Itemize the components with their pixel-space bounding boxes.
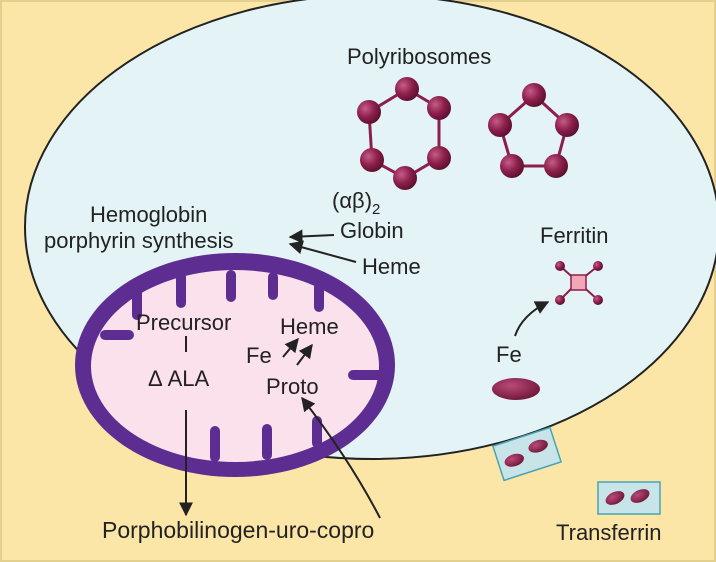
proto-label: Proto bbox=[266, 374, 319, 399]
porphyrin-synthesis-label: porphyrin synthesis bbox=[44, 228, 234, 253]
ribosome bbox=[427, 146, 451, 170]
ferritin-molecule bbox=[555, 261, 603, 305]
porphobilinogen-label: Porphobilinogen-uro-copro bbox=[102, 517, 374, 543]
polyribosomes-label: Polyribosomes bbox=[347, 44, 491, 69]
ribosome bbox=[357, 100, 381, 124]
globin-arrow bbox=[288, 229, 335, 244]
delta-ala-label: Δ ALA bbox=[148, 366, 210, 391]
precursor-label: Precursor bbox=[136, 310, 231, 335]
ribosome bbox=[555, 113, 579, 137]
hemoglobin-label: Hemoglobin bbox=[90, 202, 207, 227]
ribosome bbox=[544, 154, 568, 178]
heme-arrow bbox=[288, 240, 357, 263]
polyribosome-pentagon bbox=[488, 83, 579, 178]
mitochondrion bbox=[75, 253, 395, 477]
cristae bbox=[100, 270, 384, 462]
transferrin-receptor bbox=[491, 426, 563, 482]
ribosome bbox=[522, 83, 546, 107]
polyribosome-hexagon bbox=[357, 77, 451, 190]
transferrin-label: Transferrin bbox=[556, 520, 662, 545]
ribosome bbox=[360, 148, 384, 172]
ribosome bbox=[393, 166, 417, 190]
fe-heme-arrow-2 bbox=[296, 343, 313, 366]
iron-vesicle bbox=[492, 378, 540, 400]
alpha-beta-label: (αβ)2 bbox=[332, 188, 380, 218]
globin-label: Globin bbox=[340, 218, 404, 243]
mito-heme-label: Heme bbox=[280, 314, 339, 339]
ribosome bbox=[488, 113, 512, 137]
ferritin-label: Ferritin bbox=[540, 223, 608, 248]
fe-label: Fe bbox=[496, 342, 522, 367]
arrows bbox=[179, 229, 550, 519]
heme-label: Heme bbox=[362, 254, 421, 279]
transferrin-box bbox=[597, 481, 661, 515]
mito-fe-label: Fe bbox=[246, 343, 272, 368]
fe-to-ferritin-arrow bbox=[514, 301, 550, 337]
ribosome bbox=[500, 154, 524, 178]
mitochondrion-matrix bbox=[91, 270, 379, 462]
fe-heme-arrow-1 bbox=[282, 337, 299, 358]
ribosome bbox=[427, 96, 451, 120]
ribosome bbox=[395, 77, 419, 101]
copro-to-proto-arrow bbox=[301, 396, 381, 519]
